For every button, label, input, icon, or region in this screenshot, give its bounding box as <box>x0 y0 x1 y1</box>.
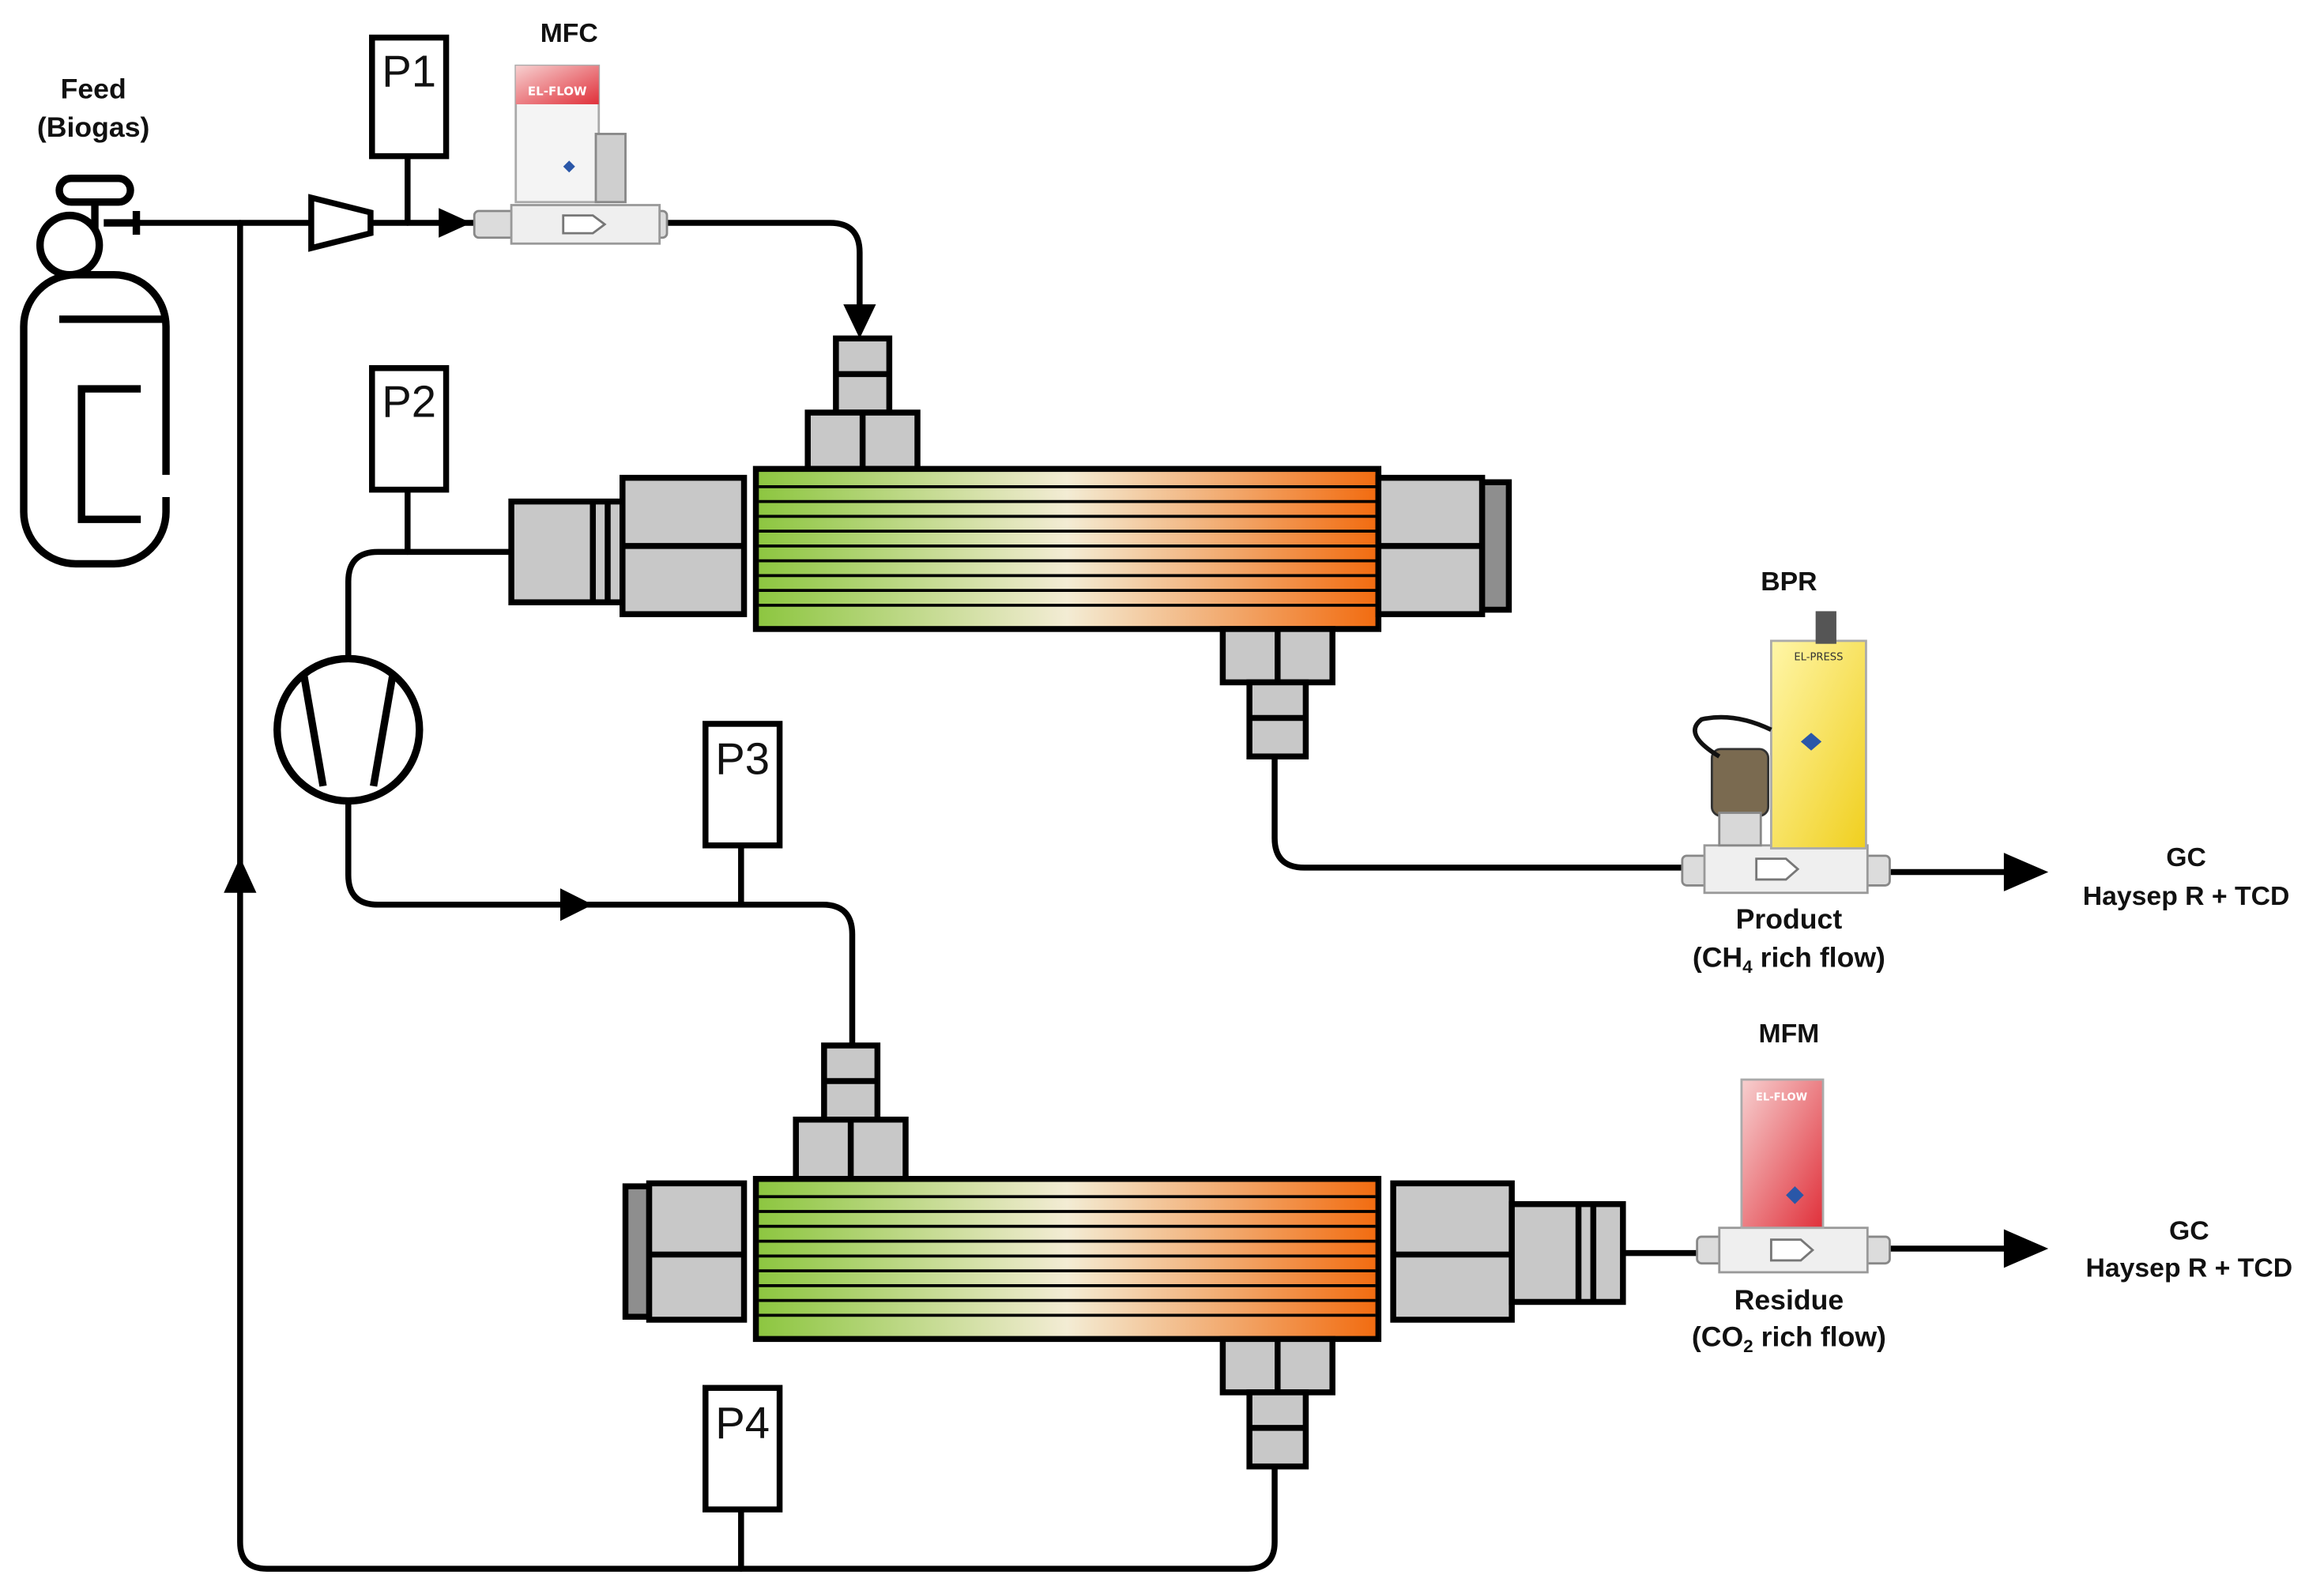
membrane-module-2 <box>622 1042 1626 1470</box>
product-label: Product <box>1736 903 1843 935</box>
mfm-model-text: EL-FLOW <box>1756 1091 1808 1103</box>
membrane-module-1 <box>508 335 1512 759</box>
compressor-to-module2-line <box>345 797 856 1049</box>
pressure-gauge-p4: P4 <box>702 1385 783 1513</box>
membrane-fibers-2 <box>759 1195 1376 1317</box>
gc-label-2: GC <box>2169 1216 2209 1246</box>
arrow-recycle-up <box>224 857 257 893</box>
recycle-line <box>237 220 1278 1572</box>
p3-label: P3 <box>715 734 770 784</box>
residue-label: Residue <box>1735 1284 1844 1316</box>
compressor-icon <box>273 654 424 805</box>
module1-to-bpr-line <box>1271 753 1701 871</box>
mfc-to-module1-line <box>664 220 863 322</box>
residue-sublabel: (CO2 rich flow) <box>1692 1321 1886 1357</box>
pressure-gauge-p1: P1 <box>369 34 450 160</box>
membrane-fibers-1 <box>759 484 1376 607</box>
p1-label: P1 <box>382 46 436 96</box>
pressure-gauge-p2: P2 <box>369 365 450 493</box>
mfc-label: MFC <box>541 18 598 48</box>
feed-sublabel: (Biogas) <box>37 111 150 143</box>
mfc-device: EL-FLOW <box>473 64 669 245</box>
module1-to-compressor-line <box>345 548 514 664</box>
arrow-to-gc-2 <box>2003 1229 2049 1268</box>
bpr-label: BPR <box>1761 567 1817 597</box>
arrow-into-module1 <box>843 304 876 339</box>
labels: Feed (Biogas) MFC BPR MFM Product (CH4 r… <box>37 18 2292 1356</box>
arrow-into-module2-path <box>559 888 593 921</box>
gc-label-1: GC <box>2166 842 2206 872</box>
p2-label: P2 <box>382 377 436 427</box>
piping <box>133 153 2041 1572</box>
p4-label: P4 <box>715 1398 770 1448</box>
feed-label: Feed <box>61 73 126 104</box>
mfc-model-text: EL-FLOW <box>528 85 587 99</box>
gas-cylinder-icon <box>20 175 171 568</box>
gc-sublabel-1: Haysep R + TCD <box>2083 881 2290 911</box>
mfm-label: MFM <box>1758 1019 1819 1049</box>
arrow-to-gc-1 <box>2003 853 2049 891</box>
gc-sublabel-2: Haysep R + TCD <box>2085 1253 2292 1283</box>
product-sublabel: (CH4 rich flow) <box>1693 942 1885 978</box>
bpr-model-text: EL-PRESS <box>1794 651 1843 663</box>
bpr-device: EL-PRESS <box>1681 611 1891 895</box>
check-valve-icon <box>308 194 374 252</box>
mfm-device: EL-FLOW <box>1696 1078 1891 1274</box>
arrow-feed-to-mfc <box>439 208 472 238</box>
flow-arrows <box>224 208 2049 1268</box>
pressure-gauge-p3: P3 <box>702 721 783 849</box>
